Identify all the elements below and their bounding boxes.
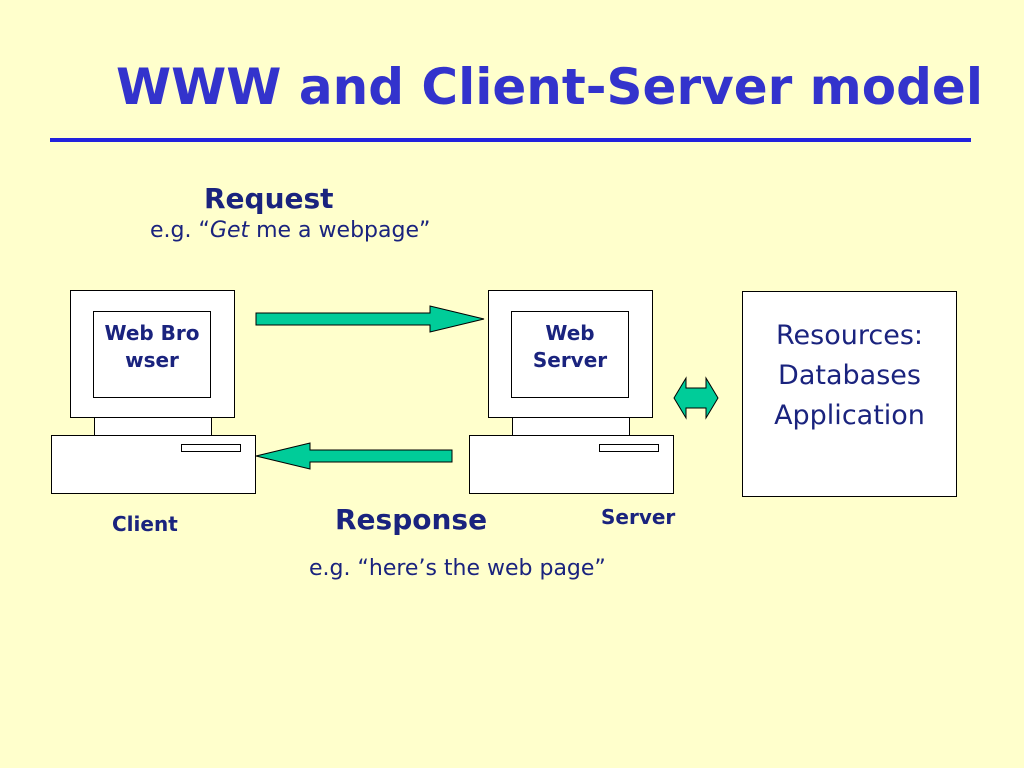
server-screen-label: Web Server	[532, 321, 608, 372]
client-screen	[93, 311, 211, 398]
request-label: Request	[204, 182, 334, 215]
server-caption: Server	[601, 505, 676, 529]
slide-title: WWW and Client-Server model	[116, 58, 983, 116]
request-arrow	[255, 305, 485, 333]
resources-line: Databases	[778, 360, 921, 391]
response-arrow	[255, 442, 453, 470]
title-underline	[50, 138, 971, 142]
resources-line: Resources:	[776, 320, 923, 351]
client-screen-label: Web Browser	[104, 321, 200, 372]
client-caption: Client	[112, 512, 178, 536]
response-label: Response	[335, 503, 488, 536]
resources-line: Application	[774, 400, 925, 431]
resources-double-arrow	[673, 376, 719, 420]
resources-box: Resources: Databases Application	[742, 291, 957, 497]
request-example-suffix: me a webpage”	[249, 218, 431, 243]
request-example-verb: Get	[209, 218, 250, 243]
request-example-prefix: e.g. “	[150, 218, 210, 243]
client-drive-slot	[181, 444, 241, 452]
response-example: e.g. “here’s the web page”	[309, 556, 606, 581]
request-example: e.g. “Get me a webpage”	[150, 218, 430, 243]
server-screen	[511, 311, 629, 398]
server-drive-slot	[599, 444, 659, 452]
